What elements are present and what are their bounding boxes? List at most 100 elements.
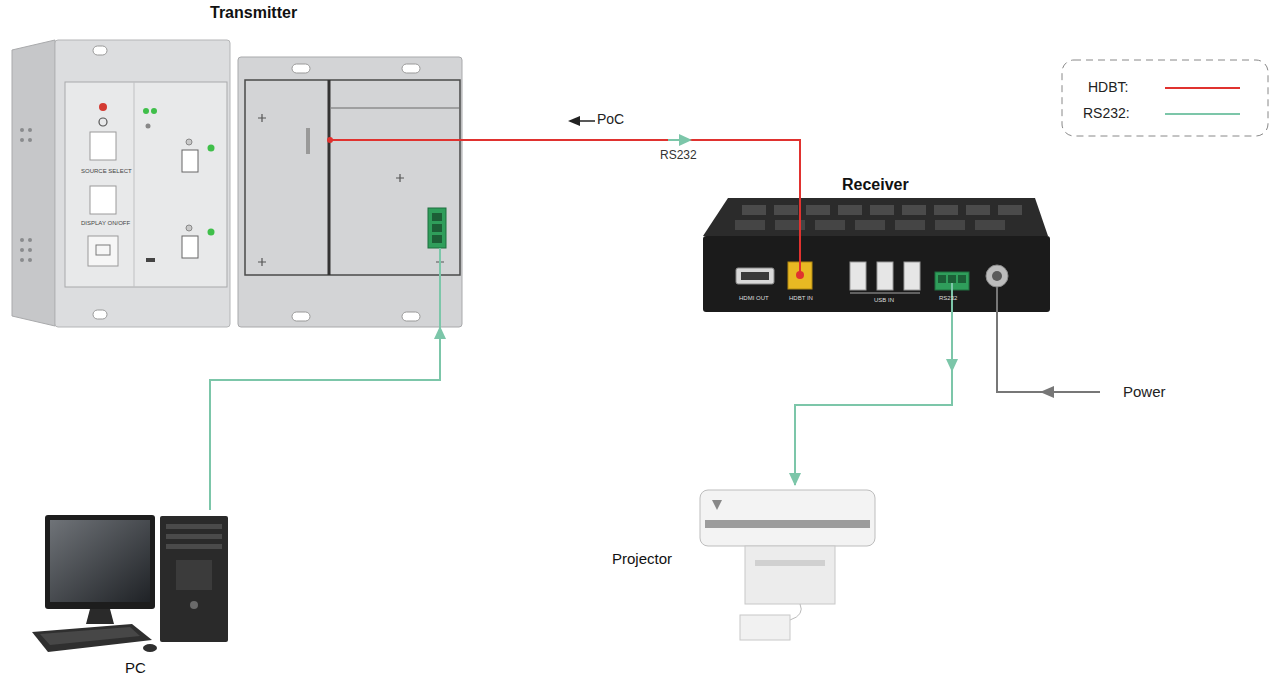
wall-plate-front xyxy=(182,150,198,172)
wall-plate-back xyxy=(292,64,310,73)
poc-arrow xyxy=(578,120,595,122)
projector-illustration xyxy=(705,520,870,528)
hdbt-cable xyxy=(462,140,800,172)
power-lead xyxy=(997,287,1100,398)
rs232-cable xyxy=(210,327,440,510)
wall-plate-back xyxy=(432,235,442,243)
wall-plate-front xyxy=(28,128,32,132)
legend-frame xyxy=(1165,87,1240,89)
receiver-box xyxy=(796,271,804,279)
wall-plate-front xyxy=(146,124,151,129)
wall-plate-back xyxy=(439,248,441,327)
signal-label: PoC xyxy=(597,112,624,127)
receiver-box xyxy=(935,220,965,230)
wall-plate-front xyxy=(151,108,157,114)
node-label: PC xyxy=(125,660,146,677)
projector-illustration xyxy=(712,500,722,510)
legend-text: RS232: xyxy=(1083,106,1130,121)
wall-plate-front xyxy=(90,132,116,160)
wall-plate-back xyxy=(331,108,460,109)
receiver-box xyxy=(966,205,990,215)
wall-plate-front xyxy=(134,82,135,287)
wall-plate-front xyxy=(99,118,107,126)
wall-plate-front xyxy=(93,310,107,319)
rs232-cable xyxy=(795,312,952,485)
receiver-box xyxy=(774,205,798,215)
receiver-box xyxy=(741,272,769,280)
wall-plate-front xyxy=(93,46,107,55)
wall-plate-front xyxy=(28,258,32,262)
receiver-box xyxy=(895,220,925,230)
receiver-box xyxy=(986,265,1008,287)
pc-node: PC xyxy=(30,510,235,680)
projector-illustration xyxy=(745,546,835,604)
wall-plate-front xyxy=(12,40,55,326)
receiver-box xyxy=(934,205,958,215)
poc-arrow xyxy=(568,116,580,126)
rs232-arrow xyxy=(668,139,680,141)
wall-plate-back xyxy=(432,213,442,221)
receiver-node: Receiver xyxy=(700,172,1050,312)
legend-text: HDBT: xyxy=(1088,80,1128,95)
receiver-box xyxy=(799,172,801,274)
pc-illustration xyxy=(190,601,198,609)
wall-plate-front xyxy=(20,138,24,142)
pc-illustration xyxy=(166,544,222,549)
legend-frame xyxy=(1165,113,1240,115)
pc-illustration xyxy=(86,609,114,624)
wall-plate-back xyxy=(330,139,462,141)
pc-illustration xyxy=(176,560,212,590)
projector-illustration xyxy=(700,490,875,546)
node-label: Receiver xyxy=(842,176,909,194)
pc-illustration xyxy=(166,534,222,539)
wall-plate-front xyxy=(28,138,32,142)
power-label: Power xyxy=(1123,384,1166,401)
wall-plate-front xyxy=(146,258,155,262)
button-label: DISPLAY ON/OFF xyxy=(81,220,130,227)
wall-plate-front xyxy=(186,139,192,145)
button-label: SOURCE SELECT xyxy=(81,168,132,175)
rs232-arrow xyxy=(679,134,692,146)
poc-arrow xyxy=(568,116,595,126)
power-lead xyxy=(997,287,1100,392)
receiver-box xyxy=(838,205,862,215)
wall-plate-front xyxy=(208,145,215,152)
wall-plate-back xyxy=(238,57,462,327)
receiver-box xyxy=(998,205,1022,215)
port-label: HDMI OUT xyxy=(739,295,769,302)
wall-plate-front xyxy=(88,236,118,266)
receiver-box xyxy=(742,205,766,215)
projector-illustration xyxy=(700,490,875,640)
receiver-box xyxy=(736,268,774,284)
receiver-box xyxy=(938,275,946,283)
edge-label: RS232 xyxy=(660,149,697,162)
wall-plate-front xyxy=(186,225,192,231)
rs232-arrow xyxy=(668,134,958,372)
projector-illustration xyxy=(790,604,801,620)
wall-plate-front xyxy=(143,108,149,114)
pc-illustration xyxy=(32,624,152,652)
wall-plate-front xyxy=(182,236,198,258)
receiver-box xyxy=(815,220,845,230)
wall-plate-front xyxy=(28,248,32,252)
wall-plate-front xyxy=(90,186,116,214)
wall-plate-front xyxy=(28,238,32,242)
receiver-box xyxy=(948,275,956,283)
projector-illustration xyxy=(755,560,825,566)
receiver-box xyxy=(992,271,1002,281)
pc-illustration xyxy=(160,516,228,642)
projector-illustration xyxy=(740,615,790,640)
receiver-box xyxy=(975,220,1005,230)
port-label: RS232 xyxy=(939,295,957,302)
pc-illustration xyxy=(45,515,155,609)
wall-plate-back xyxy=(292,312,310,321)
wall-plate-front xyxy=(20,248,24,252)
pc-illustration xyxy=(32,515,228,652)
pc-illustration xyxy=(143,644,157,652)
wall-plate-back xyxy=(258,114,444,266)
receiver-box xyxy=(870,205,894,215)
transmitter-node: Transmitter xyxy=(10,0,462,327)
